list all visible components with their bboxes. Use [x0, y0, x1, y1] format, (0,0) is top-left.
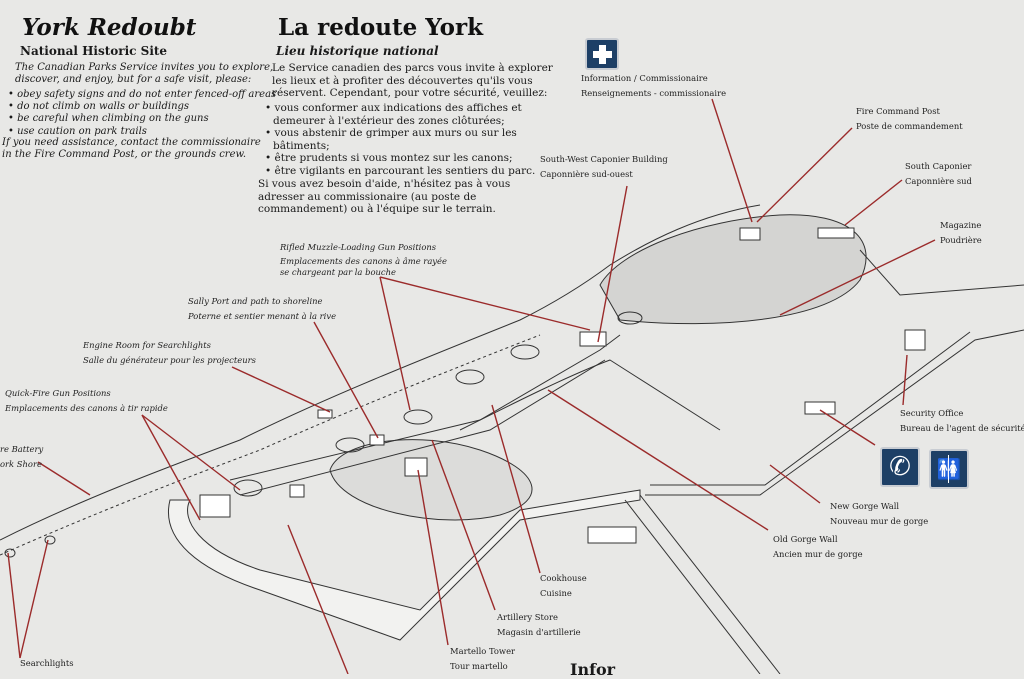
first-aid-cross-icon: [585, 38, 619, 70]
shoreline: [0, 204, 761, 541]
english-closing: If you need assistance, contact the comm…: [2, 137, 261, 161]
text-line: réservent. Cependant, pour votre sécurit…: [272, 87, 548, 100]
new-gorge-wall-drawing: [645, 329, 1024, 496]
label-searchlights: Searchlights: [20, 656, 74, 671]
label-line: Security Office: [900, 408, 964, 418]
leader-lines: [7, 98, 936, 674]
label-line: Quick-Fire Gun Positions: [5, 388, 111, 398]
restroom-icon: 🚻: [929, 449, 969, 489]
label-line: se chargeant par la bouche: [280, 267, 396, 277]
bullet-item: bâtiments;: [273, 139, 330, 152]
text-line: commandement) ou à l'équipe sur le terra…: [258, 203, 496, 216]
bullet-item: • vous abstenir de grimper aux murs ou s…: [265, 127, 517, 140]
label-line: Magasin d'artillerie: [497, 626, 581, 637]
info-heading-partial: Infor: [570, 660, 616, 679]
label-line: Martello Tower: [450, 646, 516, 656]
label-line: Emplacements des canons à tir rapide: [5, 402, 168, 413]
label-line: Magazine: [940, 220, 982, 230]
bullet-item: • be careful when climbing on the guns: [8, 113, 209, 125]
label-line: Nouveau mur de gorge: [830, 515, 929, 526]
label-line: Sally Port and path to shoreline: [188, 296, 323, 306]
label-line: Searchlights: [20, 658, 74, 668]
hill: [599, 214, 867, 325]
label-line: ork Shore: [0, 458, 42, 469]
label-line: New Gorge Wall: [830, 501, 900, 511]
french-bullets: • vous conformer aux indications des aff…: [265, 102, 535, 178]
label-line: South-West Caponier Building: [540, 154, 668, 164]
label-line: Emplacements des canons à âme rayée: [280, 256, 447, 266]
english-title: York Redoubt: [22, 14, 197, 41]
label-line: Caponnière sud-ouest: [540, 168, 633, 179]
text-line: Le Service canadien des parcs vous invit…: [272, 62, 553, 74]
bullet-item: • use caution on park trails: [8, 125, 147, 137]
text-line: The Canadian Parks Service invites you t…: [15, 62, 274, 73]
text-line: Si vous avez besoin d'aide, n'hésitez pa…: [258, 178, 511, 190]
label-line: Rifled Muzzle-Loading Gun Positions: [280, 242, 437, 252]
text-line: If you need assistance, contact the comm…: [2, 137, 261, 148]
bullet-item: • obey safety signs and do not enter fen…: [8, 89, 277, 100]
label-line: Ancien mur de gorge: [773, 548, 863, 559]
label-line: Renseignements - commissionaire: [581, 87, 727, 98]
label-battery: re Battery ork Shore: [0, 442, 43, 471]
french-title: La redoute York: [278, 14, 484, 41]
label-line: Poudrière: [940, 234, 982, 245]
label-line: South Caponier: [905, 161, 972, 171]
english-bullets: • obey safety signs and do not enter fen…: [8, 89, 276, 138]
label-line: re Battery: [0, 444, 44, 454]
french-intro: Le Service canadien des parcs vous invit…: [272, 62, 553, 100]
french-closing: Si vous avez besoin d'aide, n'hésitez pa…: [258, 178, 510, 216]
label-line: Bureau de l'agent de sécurité: [900, 422, 1024, 433]
central-mound: [329, 439, 533, 521]
label-line: Engine Room for Searchlights: [83, 340, 211, 350]
english-intro: The Canadian Parks Service invites you t…: [15, 62, 273, 86]
label-line: Caponnière sud: [905, 175, 972, 186]
parapet: [229, 334, 621, 481]
label-line: Cookhouse: [540, 573, 587, 583]
text-line: discover, and enjoy, but for a safe visi…: [15, 74, 252, 86]
label-line: Tour martello: [450, 660, 508, 671]
text-line: in the Fire Command Post, or the grounds…: [2, 149, 247, 161]
french-subtitle: Lieu historique national: [276, 44, 439, 58]
bullet-item: • do not climb on walls or buildings: [8, 101, 190, 113]
old-gorge-wall-drawing: [459, 359, 721, 431]
text-line: les lieux et à profiter des découvertes …: [272, 74, 533, 87]
telephone-icon: ✆: [880, 447, 920, 487]
bullet-item: • être vigilants en parcourant les senti…: [265, 164, 536, 177]
text-line: adresser au commissionaire (au poste de: [258, 190, 477, 203]
road: [639, 494, 781, 674]
label-line: Artillery Store: [497, 612, 558, 622]
map-outlines: [0, 204, 1024, 674]
english-subtitle: National Historic Site: [20, 44, 168, 58]
label-line: Fire Command Post: [856, 106, 940, 116]
label-line: Information / Commissionaire: [581, 73, 708, 83]
label-line: Poste de commandement: [856, 120, 963, 131]
label-line: Poterne et sentier menant à la rive: [188, 310, 337, 321]
bullet-item: demeurer à l'extérieur des zones clôturé…: [273, 114, 505, 127]
martello-tower-drawing: [404, 457, 428, 477]
label-line: Old Gorge Wall: [773, 534, 838, 544]
bullet-item: • être prudents si vous montez sur les c…: [265, 152, 513, 165]
label-line: Cuisine: [540, 587, 572, 598]
label-line: Salle du générateur pour les projecteurs: [83, 354, 256, 365]
bullet-item: • vous conformer aux indications des aff…: [265, 102, 522, 114]
